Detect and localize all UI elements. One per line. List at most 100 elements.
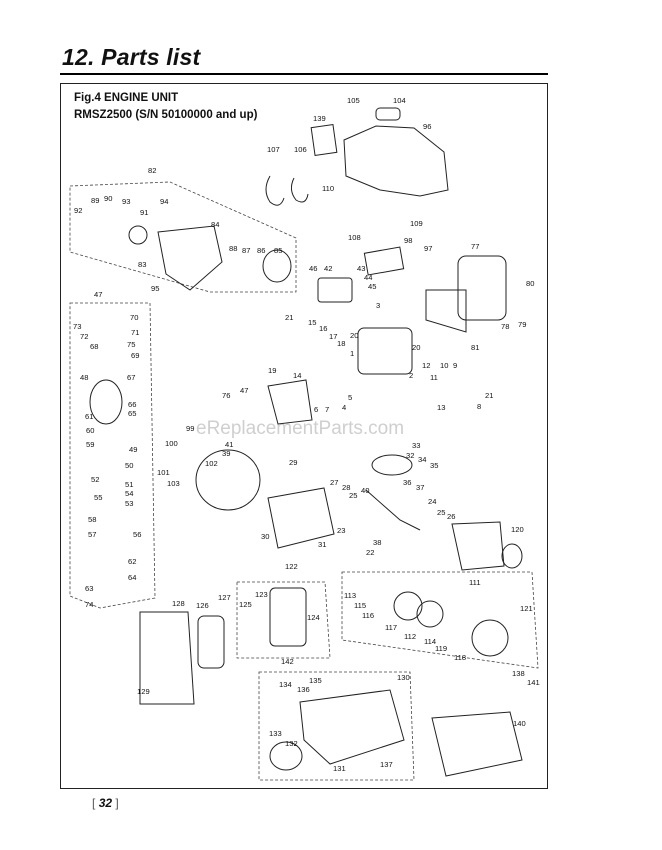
callout-97: 97 <box>424 244 432 253</box>
flywheel-41 <box>195 449 261 511</box>
fuel-tank-130 <box>299 689 405 765</box>
callout-40: 40 <box>361 486 369 495</box>
crankshaft-38 <box>365 489 421 531</box>
callout-121: 121 <box>520 604 533 613</box>
callout-33: 33 <box>412 441 420 450</box>
spring-106 <box>290 177 309 203</box>
oil-seal-120 <box>501 543 523 569</box>
callout-18: 18 <box>337 339 345 348</box>
fuel-tank-group-outline <box>258 671 415 781</box>
callout-81: 81 <box>471 343 479 352</box>
callout-83: 83 <box>138 260 146 269</box>
part-sketches <box>89 107 523 777</box>
bracket-right: ] <box>115 796 119 810</box>
carburetor-group-outline <box>69 302 156 609</box>
callout-66: 66 <box>128 400 136 409</box>
callout-92: 92 <box>74 206 82 215</box>
clutch-group-outline <box>341 571 539 669</box>
callout-25-a: 25 <box>349 491 357 500</box>
callout-70: 70 <box>130 313 138 322</box>
callout-8: 8 <box>477 402 481 411</box>
callout-13: 13 <box>437 403 445 412</box>
callout-9: 9 <box>453 361 457 370</box>
callout-24: 24 <box>428 497 436 506</box>
callout-142: 142 <box>281 657 294 666</box>
air-cleaner-group-outline <box>236 581 331 659</box>
callout-37: 37 <box>416 483 424 492</box>
callout-45: 45 <box>368 282 376 291</box>
callout-16: 16 <box>319 324 327 333</box>
callout-65: 65 <box>128 409 136 418</box>
callout-55: 55 <box>94 493 102 502</box>
fuel-filter-132 <box>269 741 303 771</box>
callout-95: 95 <box>151 284 159 293</box>
callout-48: 48 <box>80 373 88 382</box>
callout-61: 61 <box>85 412 93 421</box>
callout-114: 114 <box>424 637 436 646</box>
reel-85 <box>262 249 292 283</box>
callout-93: 93 <box>122 197 130 206</box>
heat-plate-81 <box>425 289 467 333</box>
callout-134: 134 <box>279 680 292 689</box>
callout-19: 19 <box>268 366 276 375</box>
callout-98: 98 <box>404 236 412 245</box>
knob-104 <box>375 107 401 121</box>
callout-49: 49 <box>129 445 137 454</box>
callout-84: 84 <box>211 220 219 229</box>
bearing-91 <box>128 225 148 245</box>
gasket-97 <box>363 246 405 276</box>
callout-63: 63 <box>85 584 93 593</box>
figure-frame <box>60 83 548 789</box>
callout-96: 96 <box>423 122 431 131</box>
clutch-drum-112 <box>416 600 444 628</box>
callout-59: 59 <box>86 440 94 449</box>
callout-131: 131 <box>333 764 346 773</box>
callout-135: 135 <box>309 676 322 685</box>
callout-64: 64 <box>128 573 136 582</box>
callout-78: 78 <box>501 322 509 331</box>
callout-119: 119 <box>435 644 447 653</box>
carb-holder-42 <box>317 277 353 303</box>
callout-103: 103 <box>167 479 180 488</box>
page-number-footer: [ 32 ] <box>92 796 119 810</box>
crankcase-23 <box>267 487 335 549</box>
page-title: 12. Parts list <box>62 44 201 70</box>
callout-141: 141 <box>527 678 540 687</box>
callout-100: 100 <box>165 439 178 448</box>
callout-32: 32 <box>406 451 414 460</box>
callout-104: 104 <box>393 96 406 105</box>
callout-129: 129 <box>137 687 150 696</box>
guard-140 <box>431 711 523 777</box>
air-cleaner-cover-128 <box>139 611 195 705</box>
callout-105: 105 <box>347 96 360 105</box>
callout-26: 26 <box>447 512 455 521</box>
callout-77: 77 <box>471 242 479 251</box>
callout-109: 109 <box>410 219 423 228</box>
callout-111: 111 <box>469 578 481 587</box>
callout-113: 113 <box>344 591 356 600</box>
piston-rings-33 <box>371 454 413 476</box>
callout-79: 79 <box>518 320 526 329</box>
callout-76: 76 <box>222 391 230 400</box>
callout-10: 10 <box>440 361 448 370</box>
callout-130: 130 <box>397 673 410 682</box>
muffler-cover-77 <box>457 255 507 321</box>
callout-106: 106 <box>294 145 307 154</box>
title-rule <box>60 73 548 75</box>
callout-68: 68 <box>90 342 98 351</box>
figure-subtitle: RMSZ2500 (S/N 50100000 and up) <box>74 109 258 121</box>
callout-87: 87 <box>242 246 250 255</box>
callout-21-b: 21 <box>485 391 493 400</box>
callout-20-a: 20 <box>350 331 358 340</box>
callout-62: 62 <box>128 557 136 566</box>
callout-91: 91 <box>140 208 148 217</box>
callout-7: 7 <box>325 405 329 414</box>
bracket-left: [ <box>92 796 96 810</box>
callout-30: 30 <box>261 532 269 541</box>
insulator-5 <box>267 379 313 425</box>
callout-140: 140 <box>513 719 526 728</box>
callout-51: 51 <box>125 480 133 489</box>
callout-56: 56 <box>133 530 141 539</box>
callout-25-b: 25 <box>437 508 445 517</box>
callout-17: 17 <box>329 332 337 341</box>
